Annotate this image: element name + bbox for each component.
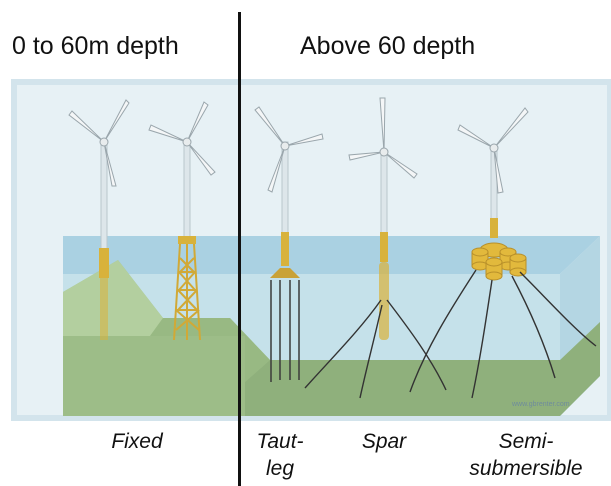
spar-ballast bbox=[379, 262, 389, 340]
jacket-tower bbox=[183, 139, 191, 241]
semi-tower-base bbox=[490, 218, 498, 238]
tension-leg-tendons bbox=[270, 280, 300, 382]
caption-semi-submersible: Semi- submersible bbox=[469, 430, 583, 480]
caption-spar: Spar bbox=[361, 430, 407, 453]
jacket-lattice bbox=[173, 243, 201, 341]
tension-leg-column bbox=[281, 232, 289, 266]
shallow-depth-heading: 0 to 60m depth bbox=[12, 32, 179, 60]
jacket-turbine bbox=[148, 101, 216, 341]
semi-submersible-turbine bbox=[409, 107, 597, 399]
monopile-tower bbox=[100, 139, 108, 253]
sea-surface bbox=[63, 236, 600, 274]
sky-frame bbox=[11, 79, 611, 421]
monopile-rotor bbox=[68, 99, 130, 187]
tension-leg-rotor bbox=[254, 106, 324, 193]
seabed-front bbox=[63, 336, 245, 416]
spar-turbine bbox=[304, 97, 447, 399]
monopile-transition-piece bbox=[99, 248, 109, 278]
tension-leg-tower bbox=[281, 141, 289, 235]
spar-tower bbox=[380, 149, 388, 235]
jacket-rotor bbox=[148, 101, 216, 176]
monopile-pile bbox=[100, 278, 108, 340]
seabed-deep bbox=[245, 322, 600, 416]
caption-fixed: Fixed bbox=[111, 430, 163, 453]
spar-rotor bbox=[348, 97, 418, 179]
deep-depth-heading: Above 60 depth bbox=[300, 32, 476, 60]
watermark: www.gbrenter.com bbox=[511, 401, 570, 408]
tension-leg-turbine bbox=[254, 106, 324, 382]
monopile-turbine bbox=[68, 99, 130, 340]
spar-buoy bbox=[380, 232, 388, 262]
seabed-top bbox=[63, 260, 163, 336]
depth-divider-line bbox=[238, 12, 241, 486]
caption-taut-leg: Taut- leg bbox=[256, 430, 304, 480]
spar-moorings bbox=[304, 299, 447, 399]
jacket-deck bbox=[178, 236, 196, 244]
semi-moorings bbox=[409, 269, 597, 399]
semi-rotor bbox=[457, 107, 529, 194]
tension-leg-platform bbox=[270, 268, 300, 278]
